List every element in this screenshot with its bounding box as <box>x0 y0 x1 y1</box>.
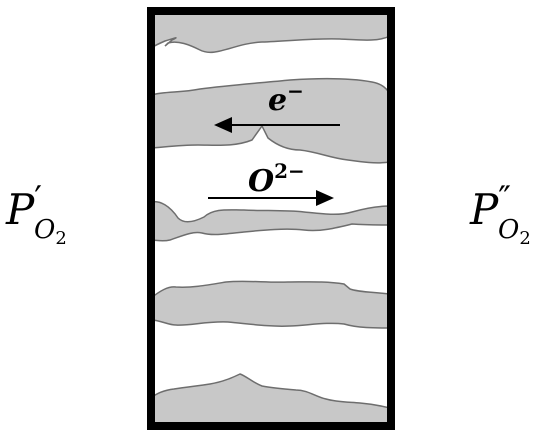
oxide-ion-symbol: O <box>248 164 274 199</box>
electron-label: e− <box>268 79 304 118</box>
left-pressure-prime: ′ <box>34 179 42 219</box>
grain-band-1 <box>150 13 391 54</box>
electron-arrow <box>214 117 340 133</box>
left-pressure-subscript: O <box>34 215 55 245</box>
electron-symbol: e <box>268 83 287 118</box>
electron-arrow-head <box>214 117 232 133</box>
left-pressure-symbol: P <box>5 185 35 234</box>
electron-charge: − <box>287 79 304 103</box>
grain-band-5 <box>150 373 391 427</box>
oxide-ion-charge: 2− <box>274 159 305 183</box>
membrane-border <box>147 7 395 430</box>
oxide-ion-label: O2− <box>248 159 305 199</box>
right-pressure-label: P″O2 <box>469 179 531 249</box>
right-pressure-prime: ″ <box>498 179 511 219</box>
right-pressure-symbol: P <box>469 185 499 234</box>
left-pressure-label: P′O2 <box>5 179 67 249</box>
right-pressure-subscript: O <box>498 215 519 245</box>
grain-layers <box>150 13 391 427</box>
left-pressure-subscript-number: 2 <box>55 228 66 249</box>
grain-band-2 <box>150 77 391 164</box>
oxide-ion-arrow <box>208 190 334 206</box>
oxide-ion-arrow-head <box>316 190 334 206</box>
right-pressure-subscript-number: 2 <box>519 228 530 249</box>
